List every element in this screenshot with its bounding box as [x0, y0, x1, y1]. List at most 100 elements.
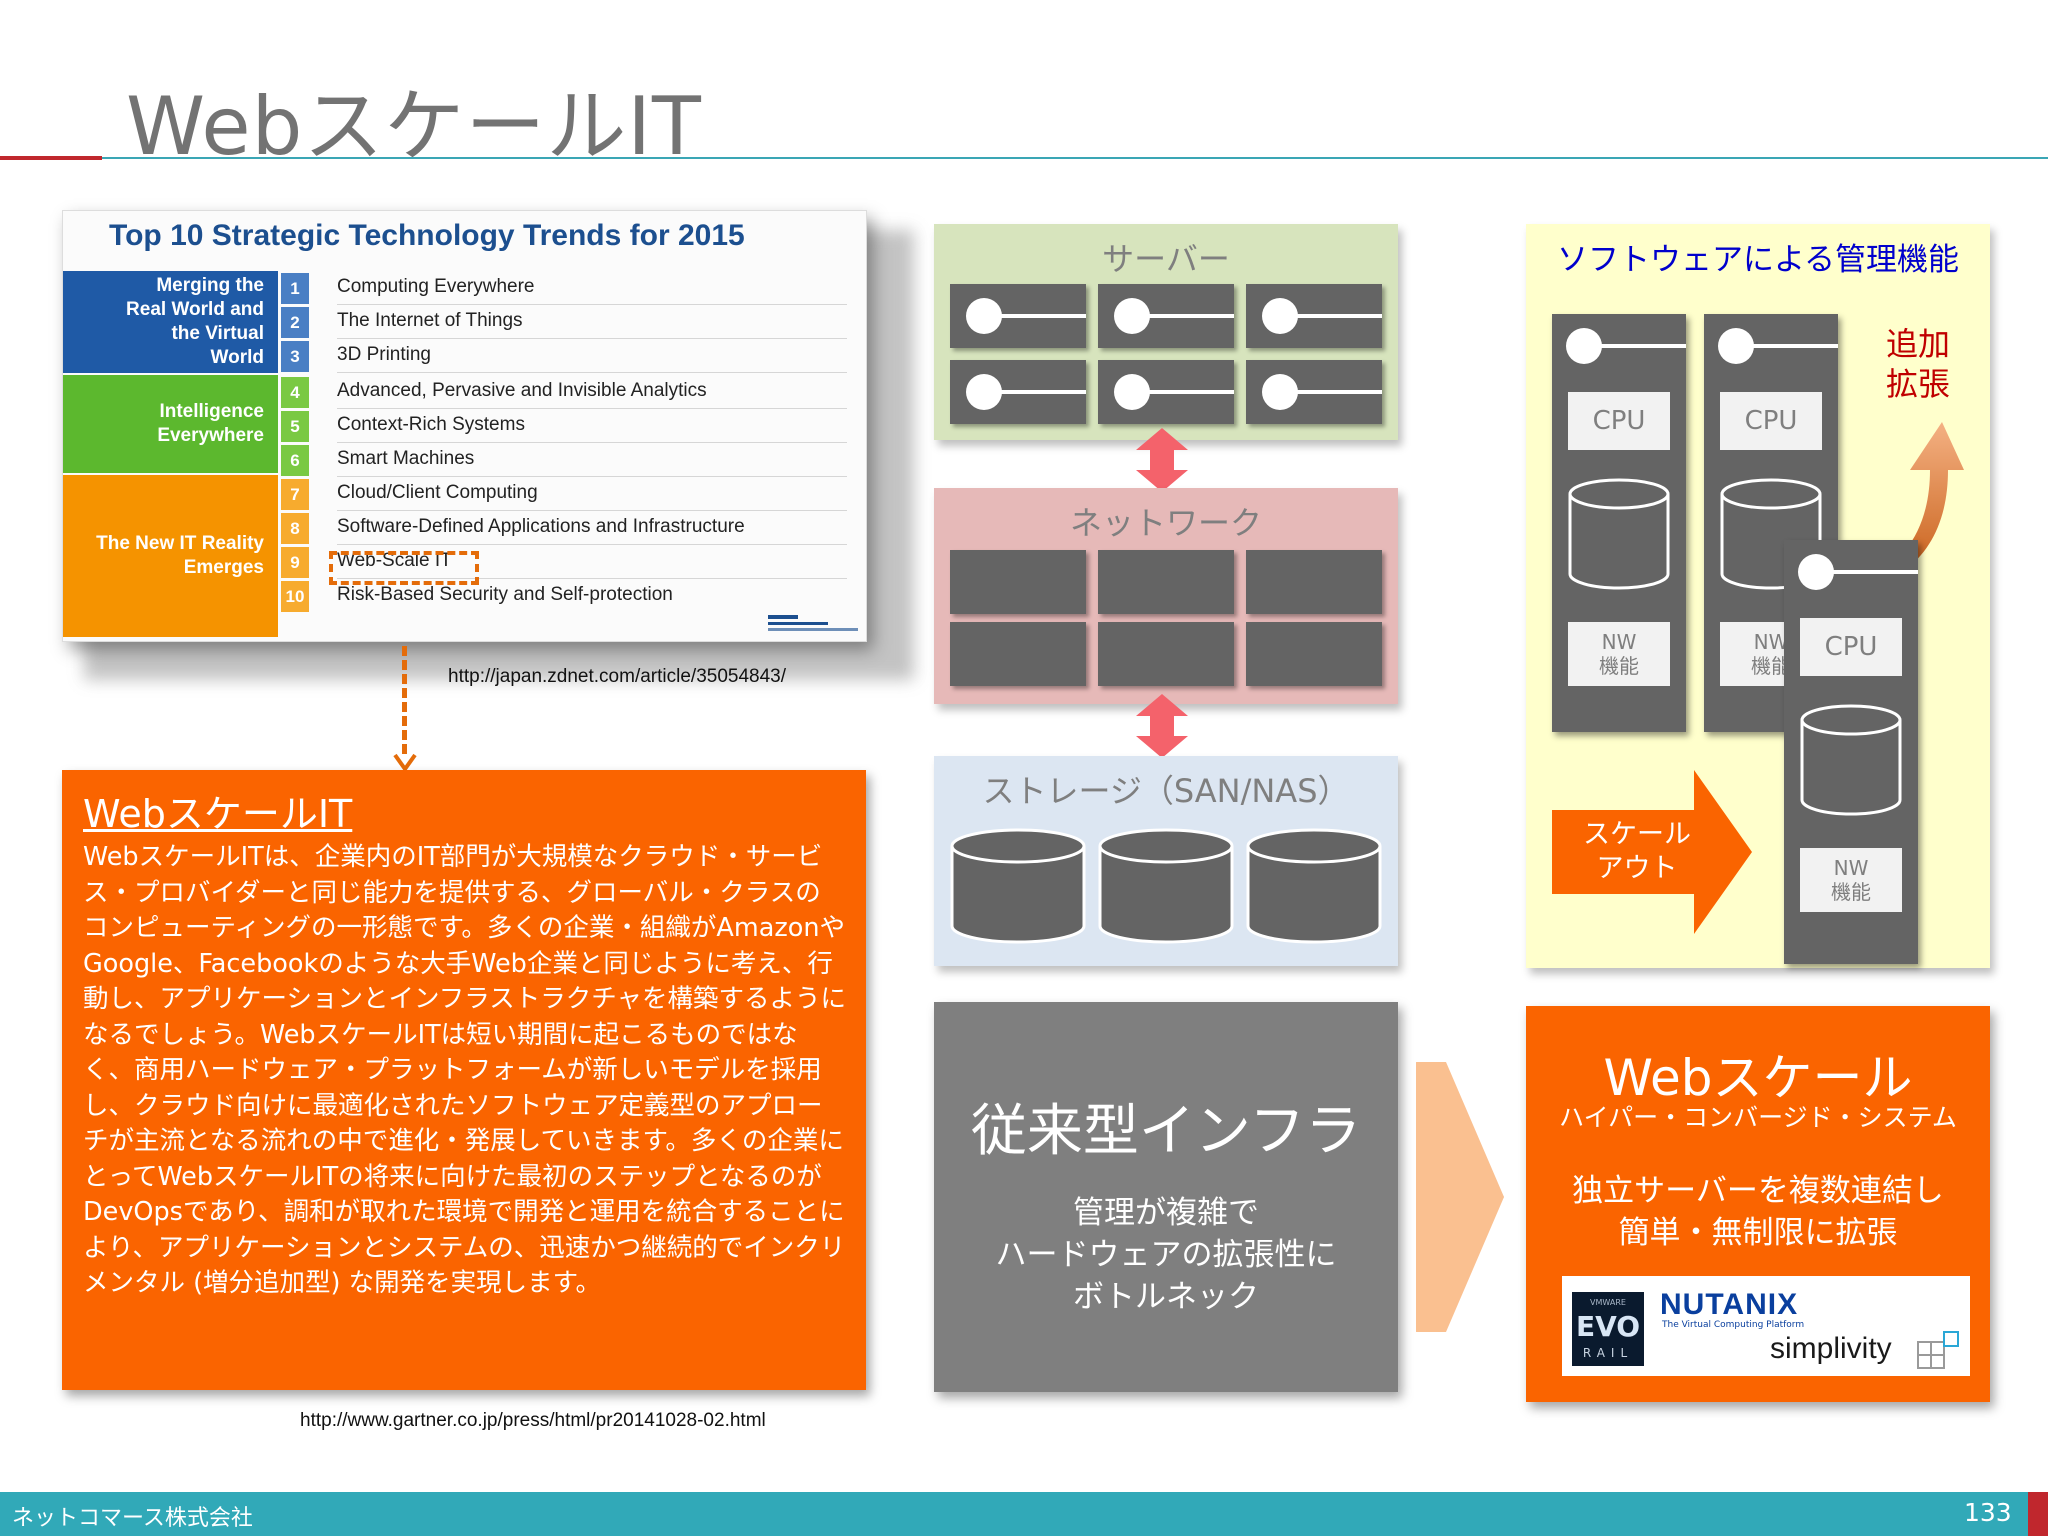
traditional-infra-desc: 管理が複雑で ハードウェアの拡張性に ボトルネック [934, 1192, 1398, 1318]
nw-line: 機能 [1599, 654, 1639, 678]
trend-item: Context-Rich Systems [337, 409, 847, 443]
server-unit [1098, 360, 1234, 424]
trend-item: Smart Machines [337, 443, 847, 477]
node-cpu: CPU [1720, 392, 1822, 450]
network-tier: ネットワーク [934, 488, 1398, 704]
trend-number: 5 [281, 411, 309, 442]
node-storage-icon [1720, 478, 1822, 590]
double-arrow-icon [1136, 428, 1188, 492]
network-unit [1246, 550, 1382, 614]
trend-group-label: Merging the Real World and the Virtual W… [126, 275, 264, 368]
trend-item: Web-Scale IT [337, 545, 847, 579]
callout-arrow-icon [393, 753, 417, 772]
hci-node-added: CPU NW 機能 [1784, 540, 1918, 964]
node-storage-icon [1800, 704, 1902, 816]
trend-number: 3 [281, 341, 309, 372]
network-unit [950, 550, 1086, 614]
webscale-subtitle: ハイパー・コンバージド・システム [1559, 1103, 1957, 1132]
desc-line: ボトルネック [1073, 1279, 1259, 1315]
nw-line: 機能 [1831, 880, 1871, 904]
trend-number: 6 [281, 445, 309, 476]
server-unit [1246, 360, 1382, 424]
vendor-logos: VMWARE EVO RAIL NUTANIX The Virtual Comp… [1562, 1276, 1970, 1376]
add-expand-arrow-icon [1852, 422, 1964, 588]
webscale-description-box: WebスケールIT WebスケールITは、企業内のIT部門が大規模なクラウド・サ… [62, 770, 866, 1390]
trends-heading: Top 10 Strategic Technology Trends for 2… [109, 219, 745, 252]
trend-group-label: Intelligence Everywhere [157, 401, 264, 446]
trend-item: Advanced, Pervasive and Invisible Analyt… [337, 375, 847, 409]
web-scale-highlight [329, 551, 479, 585]
network-tier-label: ネットワーク [1069, 504, 1262, 542]
server-unit [950, 360, 1086, 424]
network-unit [1098, 550, 1234, 614]
network-unit [950, 622, 1086, 686]
webscale-desc: 独立サーバーを複数連結し 簡単・無制限に拡張 [1526, 1170, 1990, 1254]
trends-table-image: Top 10 Strategic Technology Trends for 2… [62, 210, 867, 642]
storage-disk-icon [1246, 828, 1382, 944]
trend-number: 8 [281, 513, 309, 544]
evo-logo-bottom: RAIL [1582, 1346, 1634, 1360]
footer-accent [2028, 1492, 2048, 1536]
hci-node: CPU NW 機能 [1552, 314, 1686, 732]
node-storage-icon [1568, 478, 1670, 590]
callout-connector [402, 646, 407, 754]
trend-item: Computing Everywhere [337, 271, 847, 305]
footer-company: ネットコマース株式会社 [12, 1506, 253, 1531]
storage-tier-label: ストレージ（SAN/NAS） [982, 772, 1350, 810]
title-rule [102, 157, 2048, 159]
add-label-line: 拡張 [1886, 365, 1951, 403]
evo-logo-top: VMWARE [1590, 1298, 1626, 1307]
trend-group-intelligence: Intelligence Everywhere [63, 375, 278, 473]
nutanix-logo: NUTANIX [1660, 1288, 1799, 1321]
server-unit [950, 284, 1086, 348]
trend-number: 10 [281, 581, 309, 612]
network-unit [1246, 622, 1382, 686]
storage-disk-icon [950, 828, 1086, 944]
description-text: WebスケールITは、企業内のIT部門が大規模なクラウド・サービス・プロバイダー… [83, 842, 846, 1298]
description-title: WebスケールIT [83, 792, 353, 836]
network-unit [1098, 622, 1234, 686]
simplivity-cube-icon [1917, 1331, 1959, 1369]
title-rule-accent [0, 156, 102, 160]
desc-line: ハードウェアの拡張性に [995, 1237, 1337, 1273]
trend-item: Software-Defined Applications and Infras… [337, 511, 847, 545]
trend-number: 2 [281, 307, 309, 338]
desc-line: 独立サーバーを複数連結し [1572, 1173, 1944, 1209]
add-expand-label: 追加 拡張 [1886, 324, 1950, 404]
page-number: 133 [1964, 1498, 2012, 1527]
webscale-box: Webスケール ハイパー・コンバージド・システム 独立サーバーを複数連結し 簡単… [1526, 1006, 1990, 1402]
add-label-line: 追加 [1886, 325, 1951, 363]
node-nw-function: NW 機能 [1800, 848, 1902, 912]
software-management-title: ソフトウェアによる管理機能 [1556, 242, 1960, 278]
evo-rail-logo: VMWARE EVO RAIL [1572, 1292, 1644, 1366]
server-tier-label: サーバー [1102, 240, 1230, 278]
trend-group-label: The New IT Reality Emerges [96, 533, 264, 578]
trend-item: Cloud/Client Computing [337, 477, 847, 511]
scale-out-label: スケール アウト [1552, 818, 1722, 886]
scale-out-line: スケール [1583, 819, 1691, 850]
trend-number: 4 [281, 377, 309, 408]
gartner-source-link[interactable]: http://www.gartner.co.jp/press/html/pr20… [300, 1410, 766, 1431]
zdnet-source-link[interactable]: http://japan.zdnet.com/article/35054843/ [448, 666, 787, 687]
traditional-infra-title: 従来型インフラ [970, 1099, 1362, 1164]
server-tier: サーバー [934, 224, 1398, 440]
storage-disk-icon [1098, 828, 1234, 944]
scale-out-line: アウト [1596, 853, 1678, 884]
software-management-area: ソフトウェアによる管理機能 追加 拡張 CPU NW 機能 CPU NW 機能 [1526, 224, 1990, 968]
nutanix-tagline: The Virtual Computing Platform [1662, 1320, 1805, 1330]
double-arrow-icon [1136, 694, 1188, 758]
transition-arrow-icon [1416, 1062, 1504, 1332]
storage-tier: ストレージ（SAN/NAS） [934, 756, 1398, 966]
nw-line: NW [1601, 630, 1637, 654]
trend-item: Risk-Based Security and Self-protection [337, 584, 673, 605]
nw-line: NW [1753, 630, 1789, 654]
webscale-title: Webスケール [1603, 1049, 1913, 1107]
node-nw-function: NW 機能 [1568, 622, 1670, 686]
node-cpu: CPU [1800, 618, 1902, 676]
footer-bar [0, 1492, 2048, 1536]
scale-out-arrow-icon [1552, 770, 1752, 934]
trend-number: 7 [281, 479, 309, 510]
page-title: WebスケールIT [126, 80, 702, 173]
desc-line: 簡単・無制限に拡張 [1618, 1215, 1898, 1251]
gartner-logo-icon [768, 615, 858, 631]
